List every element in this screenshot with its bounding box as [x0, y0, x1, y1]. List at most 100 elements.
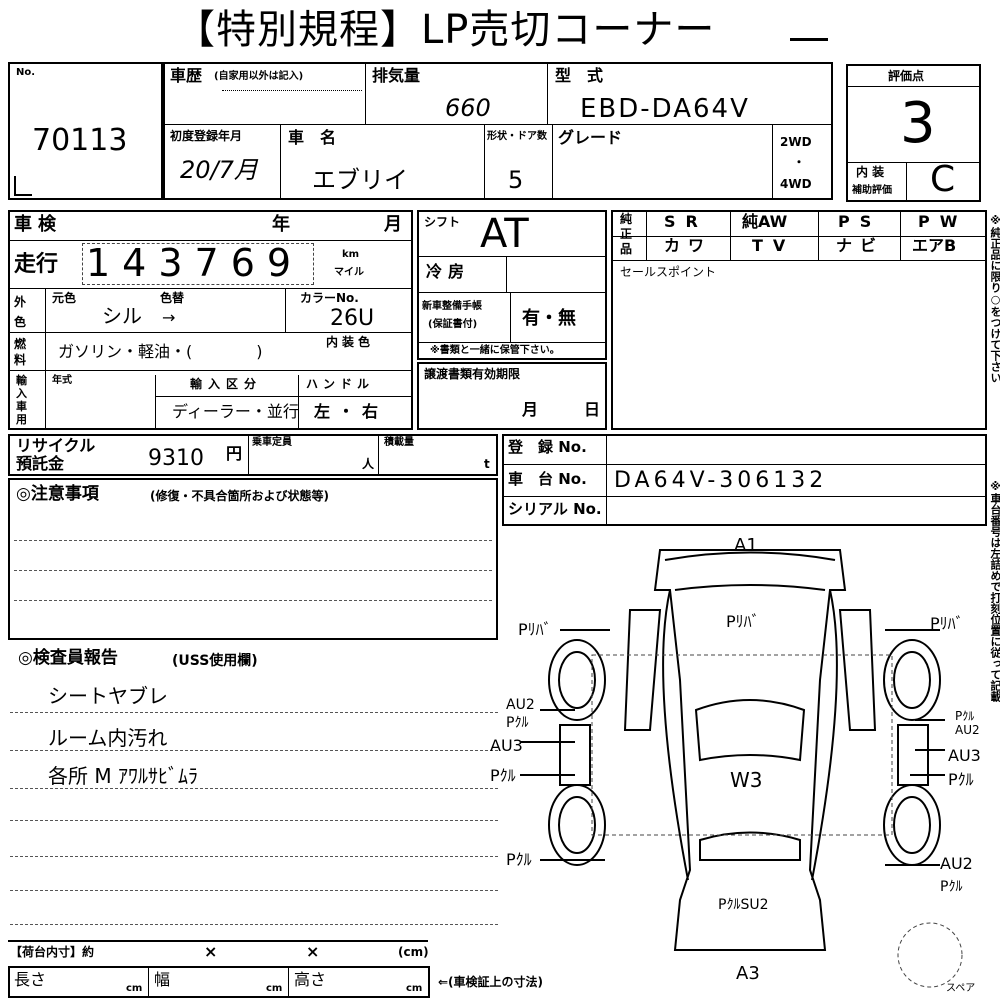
orig-color-label: 元色 — [52, 291, 77, 305]
insp-line-4 — [8, 370, 413, 371]
insp-line-3 — [8, 332, 413, 333]
mark-p-right-3: Pｸﾙ — [940, 879, 963, 895]
capacity-label: 乗車定員 — [252, 437, 292, 448]
mark-p-right-top: Pﾘﾊﾞ — [930, 614, 964, 633]
car-name-value: エブリイ — [312, 166, 408, 194]
score-box — [846, 64, 981, 202]
hdr-v1 — [365, 62, 366, 124]
drive-2wd: 2WD — [780, 135, 812, 149]
caution-line-3 — [14, 600, 492, 601]
caution-sub: (修復・不具合箇所および状態等) — [150, 489, 329, 503]
shift-v-2 — [510, 292, 511, 342]
aircon-label: 冷房 — [426, 262, 471, 281]
cargo-unit: (cm) — [398, 945, 429, 959]
shift-line-3 — [417, 342, 607, 343]
mark-p-right-2: Pｸﾙ — [948, 770, 974, 789]
first-reg-value: 20/7月 — [180, 156, 258, 184]
color-no-value: 26U — [330, 306, 375, 331]
cargo-dims-box — [8, 966, 430, 998]
repaint-label: 色替 — [160, 291, 185, 305]
side-note-2: ※車台番号は左詰めで打刻位置に従って記載 — [989, 480, 1000, 702]
cargo-top-line — [8, 940, 428, 942]
interior-label: 内 装 — [856, 165, 885, 179]
recycle-label-2: 預託金 — [16, 454, 65, 473]
first-reg-label: 初度登録年月 — [170, 129, 243, 143]
score-label: 評価点 — [888, 69, 925, 83]
score-value: 3 — [900, 91, 936, 156]
side-note-1: ※純正品に限り○をつけて下さい — [989, 214, 1000, 383]
recycle-yen: 円 — [226, 444, 243, 463]
no-label: No. — [16, 67, 36, 78]
shift-line-2 — [417, 292, 607, 293]
interior-value: C — [930, 159, 956, 200]
cargo-length-label: 長さ — [14, 970, 47, 989]
mark-a1: A1 — [734, 535, 758, 556]
insp-v-1 — [45, 288, 46, 430]
handle-label: ハンドル — [306, 377, 375, 391]
inspector-sub: (USS使用欄) — [172, 653, 258, 669]
import-type-label: 輸入区分 — [190, 377, 263, 391]
doors-value: 5 — [508, 166, 524, 194]
no-value: 70113 — [32, 123, 128, 158]
transfer-block — [417, 362, 607, 430]
shift-line-1 — [417, 256, 607, 257]
page-title: 【特別規程】LP売切コーナー — [175, 7, 716, 53]
car-diagram — [520, 549, 963, 988]
mark-a3: A3 — [736, 963, 760, 984]
score-mid-line — [846, 162, 981, 163]
mark-au2-left: AU2 — [506, 697, 535, 713]
reg-line-2 — [502, 496, 987, 497]
mark-p-left-top: Pﾘﾊﾞ — [518, 620, 552, 639]
grade-label: グレード — [558, 128, 623, 147]
cargo-arrow-note: ⇐(車検証上の寸法) — [438, 975, 544, 989]
equip-item-aw: 純AW — [742, 212, 788, 231]
insp-line-5 — [155, 396, 413, 397]
recycle-v-2 — [378, 434, 379, 476]
mark-w3: W3 — [730, 768, 763, 792]
fuel-label: 燃料 — [14, 337, 27, 367]
repaint-value: → — [162, 308, 176, 327]
score-hdr-line — [846, 86, 981, 87]
recycle-value: 9310 — [148, 446, 204, 471]
insp-report-line-6 — [10, 890, 498, 891]
shift-block — [417, 210, 607, 360]
caution-label: ◎注意事項 — [16, 484, 99, 504]
history-underline — [222, 90, 362, 91]
shift-value: AT — [480, 211, 529, 257]
cargo-cm-3: cm — [406, 983, 423, 994]
displacement-label: 排気量 — [372, 66, 421, 85]
equip-line-1 — [611, 236, 987, 237]
interior-color-label: 内装色 — [326, 335, 375, 349]
mark-p-center-top: Pﾘﾊﾞ — [726, 612, 760, 631]
no-bracket — [14, 176, 32, 196]
inspector-line-1: シートヤブレ — [48, 684, 168, 708]
equip-side-label: 純正品 — [620, 212, 633, 256]
equip-v-3 — [900, 210, 901, 260]
inspection-block — [8, 210, 413, 430]
model-label: 型 式 — [555, 66, 604, 85]
caution-line-1 — [14, 540, 492, 541]
transfer-month: 月 — [522, 400, 539, 419]
mileage-label: 走行 — [14, 252, 59, 277]
no-box — [8, 62, 163, 200]
caution-block — [8, 478, 498, 640]
handle-value: 左・右 — [314, 402, 387, 421]
equipment-block — [611, 210, 987, 430]
km-unit: km — [342, 249, 360, 260]
warranty-label-1: 新車整備手帳 — [422, 301, 482, 312]
title-underline — [790, 38, 828, 41]
load-unit: t — [484, 457, 490, 471]
drive-4wd: 4WD — [780, 177, 812, 191]
score-v-line — [906, 162, 907, 202]
cargo-v-1 — [148, 966, 149, 998]
equip-item-leather: カワ — [664, 236, 713, 255]
mileage-value: 143769 — [86, 241, 304, 285]
color-no-label: カラーNo. — [300, 291, 359, 305]
mark-p-left-2: Pｸﾙ — [490, 766, 516, 785]
insp-report-line-5 — [10, 856, 498, 857]
hdr-v4 — [484, 124, 485, 200]
insp-report-line-3 — [10, 788, 498, 789]
mark-p-left-3: Pｸﾙ — [506, 850, 532, 869]
equip-item-pw: PW — [918, 212, 968, 231]
transfer-label: 譲渡書類有効期限 — [424, 367, 521, 381]
